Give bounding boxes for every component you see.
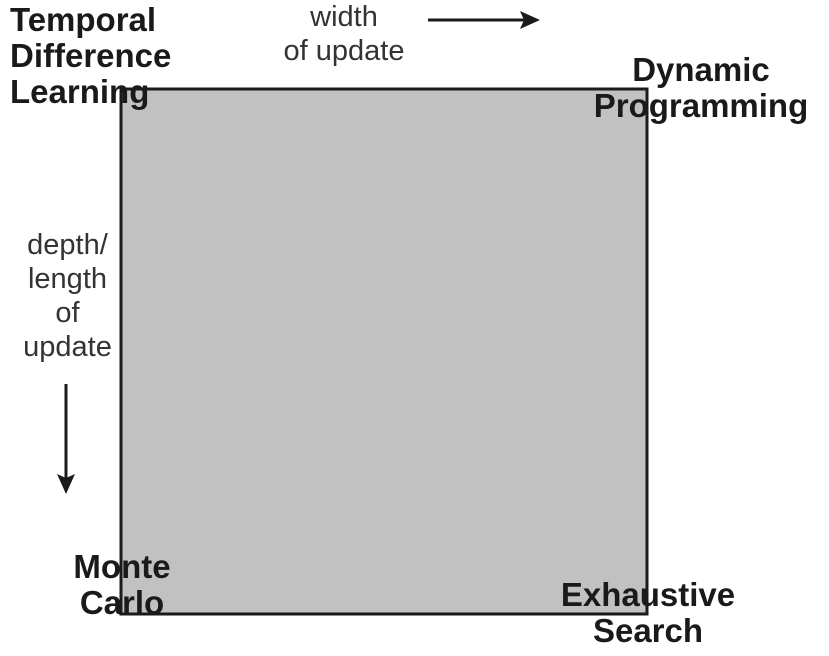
depth-arrow: [57, 384, 75, 494]
corner-label-temporal-difference-learning: Temporal Difference Learning: [10, 1, 172, 110]
width-arrow: [428, 11, 540, 29]
axis-label-depth: depth/ length of update: [23, 229, 112, 363]
corner-label-monte-carlo: Monte Carlo: [73, 548, 171, 621]
corner-label-dynamic-programming: Dynamic Programming: [593, 51, 809, 124]
corner-label-exhaustive-search: Exhaustive Search: [560, 576, 736, 649]
axis-label-width: width of update: [283, 1, 405, 67]
method-space-square: [119, 87, 649, 616]
